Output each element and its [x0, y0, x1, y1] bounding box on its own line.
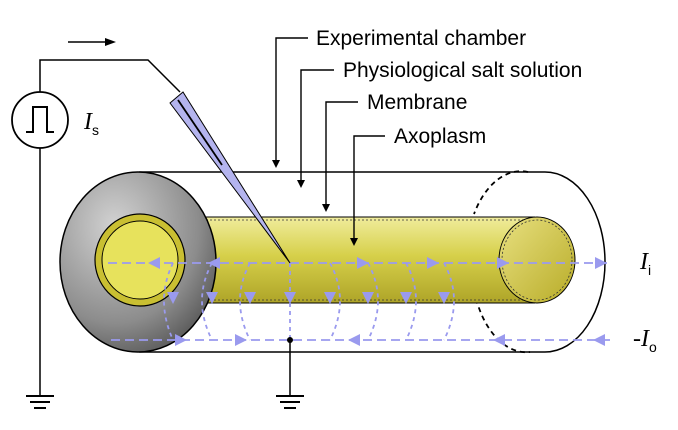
- leader-membrane: [325, 101, 358, 206]
- current-direction-arrow-icon: [357, 257, 369, 269]
- axon-far-end: [498, 216, 576, 304]
- leader-arrowheads: [272, 160, 358, 246]
- current-flow-lines: [108, 262, 610, 341]
- loop-current: [405, 262, 417, 341]
- current-arrowheads: [148, 257, 607, 346]
- current-direction-arrow-icon: [244, 292, 256, 304]
- label-leader-lines: [275, 37, 385, 240]
- current-direction-arrow-icon: [593, 334, 605, 346]
- stimulus-current-label: Is: [84, 109, 99, 138]
- current-direction-arrow-icon: [324, 292, 336, 304]
- wire-junction: [287, 337, 293, 343]
- current-direction-arrow-icon: [175, 334, 187, 346]
- current-direction-arrow-icon: [208, 257, 220, 269]
- current-direction-arrow-icon: [284, 292, 296, 304]
- current-direction-arrow-icon: [148, 257, 160, 269]
- stimulus-direction-arrow-icon: [68, 38, 116, 46]
- leader-experimental-chamber: [275, 37, 308, 162]
- current-direction-arrow-icon: [438, 292, 450, 304]
- experimental-chamber-label: Experimental chamber: [316, 27, 527, 50]
- current-direction-arrow-icon: [206, 292, 218, 304]
- stimulus-circuit-wires: [39, 59, 291, 396]
- inner-current-label: Ii: [640, 249, 652, 278]
- membrane-label: Membrane: [367, 91, 468, 114]
- leader-axoplasm: [353, 135, 385, 240]
- current-direction-arrow-icon: [362, 292, 374, 304]
- loop-current: [239, 262, 251, 341]
- current-direction-arrow-icon: [497, 257, 509, 269]
- ground-icon: [26, 395, 54, 409]
- ground-icon: [276, 395, 304, 409]
- current-direction-arrow-icon: [427, 257, 439, 269]
- microelectrode-icon: [169, 91, 291, 264]
- physiological-salt-solution-label: Physiological salt solution: [343, 59, 583, 82]
- loop-current: [367, 262, 379, 341]
- current-direction-arrow-icon: [167, 292, 179, 304]
- loop-current: [329, 262, 341, 341]
- axoplasm-label: Axoplasm: [394, 125, 487, 148]
- current-direction-arrow-icon: [235, 334, 247, 346]
- current-direction-arrow-icon: [348, 334, 360, 346]
- current-direction-arrow-icon: [493, 334, 505, 346]
- loop-current: [201, 262, 213, 341]
- current-direction-arrow-icon: [595, 257, 607, 269]
- leader-physiological-salt-solution: [300, 69, 334, 182]
- current-direction-arrow-icon: [400, 292, 412, 304]
- loop-current: [163, 262, 174, 341]
- chamber-near-end: [59, 171, 217, 353]
- square-pulse-source-icon: [11, 91, 69, 149]
- loop-current: [443, 262, 455, 341]
- outer-current-label: -Io: [633, 326, 657, 355]
